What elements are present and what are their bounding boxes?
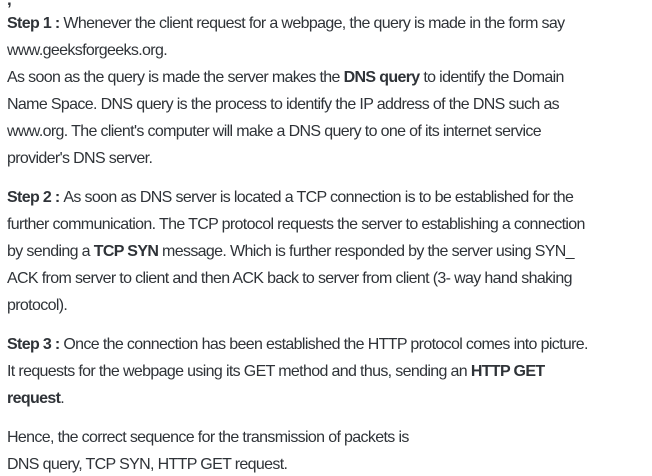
bold-text-run: Step 2 : — [7, 189, 64, 206]
text-line: further communication. The TCP protocol … — [7, 211, 648, 238]
text-line: Name Space. DNS query is the process to … — [7, 91, 648, 118]
text-run: Hence, the correct sequence for the tran… — [7, 429, 409, 446]
text-run: Name Space. DNS query is the process to … — [7, 96, 560, 113]
text-run: further communication. The TCP protocol … — [7, 216, 585, 233]
step-1-paragraph: Step 1 : Whenever the client request for… — [7, 10, 648, 172]
text-line: Step 1 : Whenever the client request for… — [7, 10, 648, 37]
text-line: Hence, the correct sequence for the tran… — [7, 424, 648, 451]
text-line: request. — [7, 385, 648, 412]
conclusion-paragraph: Hence, the correct sequence for the tran… — [7, 424, 648, 476]
text-line: Step 2 : As soon as DNS server is locate… — [7, 184, 648, 211]
text-run: It requests for the webpage using its GE… — [7, 363, 471, 380]
text-line: www.geeksforgeeks.org. — [7, 37, 648, 64]
text-line: www.org. The client's computer will make… — [7, 118, 648, 145]
bold-text-run: DNS query — [343, 69, 421, 86]
clipped-text-fragment-glyph: , — [7, 0, 648, 10]
text-line: Step 3 : Once the connection has been es… — [7, 331, 648, 358]
text-run: by sending a — [7, 243, 94, 260]
text-run: Whenever the client request for a webpag… — [63, 15, 565, 32]
text-run: protocol). — [7, 297, 68, 314]
text-line: ACK from server to client and then ACK b… — [7, 265, 648, 292]
text-line: As soon as the query is made the server … — [7, 64, 648, 91]
bold-text-run: Step 1 : — [7, 15, 64, 32]
text-run: message. Which is further responded by t… — [158, 243, 575, 260]
text-run: www.org. The client's computer will make… — [7, 123, 542, 140]
step-2-paragraph: Step 2 : As soon as DNS server is locate… — [7, 184, 648, 319]
bold-text-run: request — [7, 390, 61, 407]
text-run: Once the connection has been established… — [63, 336, 588, 353]
text-run: to identify the Domain — [419, 69, 564, 86]
bold-text-run: HTTP GET — [470, 363, 545, 380]
text-run: As soon as DNS server is located a TCP c… — [63, 189, 574, 206]
text-run: provider's DNS server. — [7, 150, 153, 167]
bold-text-run: TCP SYN — [93, 243, 159, 260]
text-run: As soon as the query is made the server … — [7, 69, 344, 86]
text-run: . — [60, 390, 65, 407]
clipped-text-fragment: , — [7, 0, 648, 10]
step-3-paragraph: Step 3 : Once the connection has been es… — [7, 331, 648, 412]
text-line: protocol). — [7, 292, 648, 319]
article-body: Step 1 : Whenever the client request for… — [7, 10, 648, 476]
text-line: by sending a TCP SYN message. Which is f… — [7, 238, 648, 265]
text-run: www.geeksforgeeks.org. — [7, 42, 168, 59]
text-line: provider's DNS server. — [7, 145, 648, 172]
text-run: DNS query, TCP SYN, HTTP GET request. — [7, 456, 288, 473]
text-run: ACK from server to client and then ACK b… — [7, 270, 572, 287]
text-line: DNS query, TCP SYN, HTTP GET request. — [7, 451, 648, 476]
text-line: It requests for the webpage using its GE… — [7, 358, 648, 385]
bold-text-run: Step 3 : — [7, 336, 64, 353]
